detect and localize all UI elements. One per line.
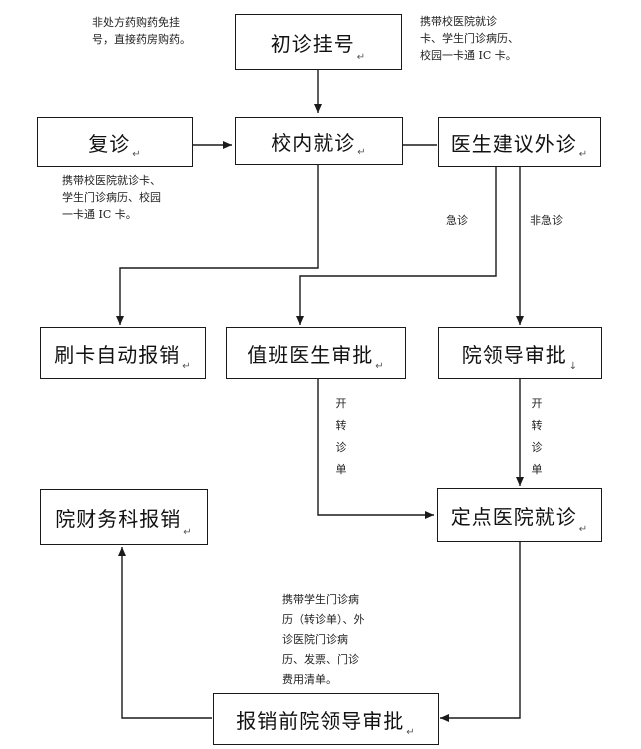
node-leader-approval: 院领导审批↓ xyxy=(438,327,602,379)
note-final-bring: 携带学生门诊病 历（转诊单）、外 诊医院门诊病 历、发票、门诊 费用清单。 xyxy=(282,593,365,686)
label-non-emergency: 非急诊 xyxy=(530,214,563,227)
node-designated-hospital: 定点医院就诊↵ xyxy=(437,488,602,542)
note-revisit-bring: 携带校医院就诊卡、 学生门诊病历、校园 一卡通 IC 卡。 xyxy=(62,174,161,221)
node-card-reimburse: 刷卡自动报销↵ xyxy=(40,327,206,379)
node-first-visit: 初诊挂号↵ xyxy=(235,14,402,70)
node-doctor-referral: 医生建议外诊↵ xyxy=(438,117,601,167)
arrow-duty-to-designated xyxy=(317,379,434,519)
arrow-referral-to-duty xyxy=(296,167,497,325)
label-referral-left: 开 转 诊 单 xyxy=(335,397,347,476)
note-non-prescription: 非处方药购药免挂 号，直接药房购药。 xyxy=(92,16,191,46)
label-referral-right: 开 转 诊 单 xyxy=(531,397,543,476)
arrow-pre-to-finance xyxy=(118,547,212,719)
node-revisit: 复诊↵ xyxy=(37,117,193,167)
node-campus-visit: 校内就诊↵ xyxy=(235,117,403,165)
node-pre-reimburse-approval: 报销前院领导审批↵ xyxy=(213,693,439,745)
node-duty-doctor-approval: 值班医生审批↵ xyxy=(226,327,406,379)
label-emergency: 急诊 xyxy=(446,214,468,227)
note-first-visit-bring: 携带校医院就诊 卡、学生门诊病历、 校园一卡通 IC 卡。 xyxy=(420,15,519,62)
node-finance-reimburse: 院财务科报销↵ xyxy=(40,489,208,545)
arrow-campus-to-card xyxy=(116,165,319,325)
arrow-designated-to-pre xyxy=(440,542,521,722)
